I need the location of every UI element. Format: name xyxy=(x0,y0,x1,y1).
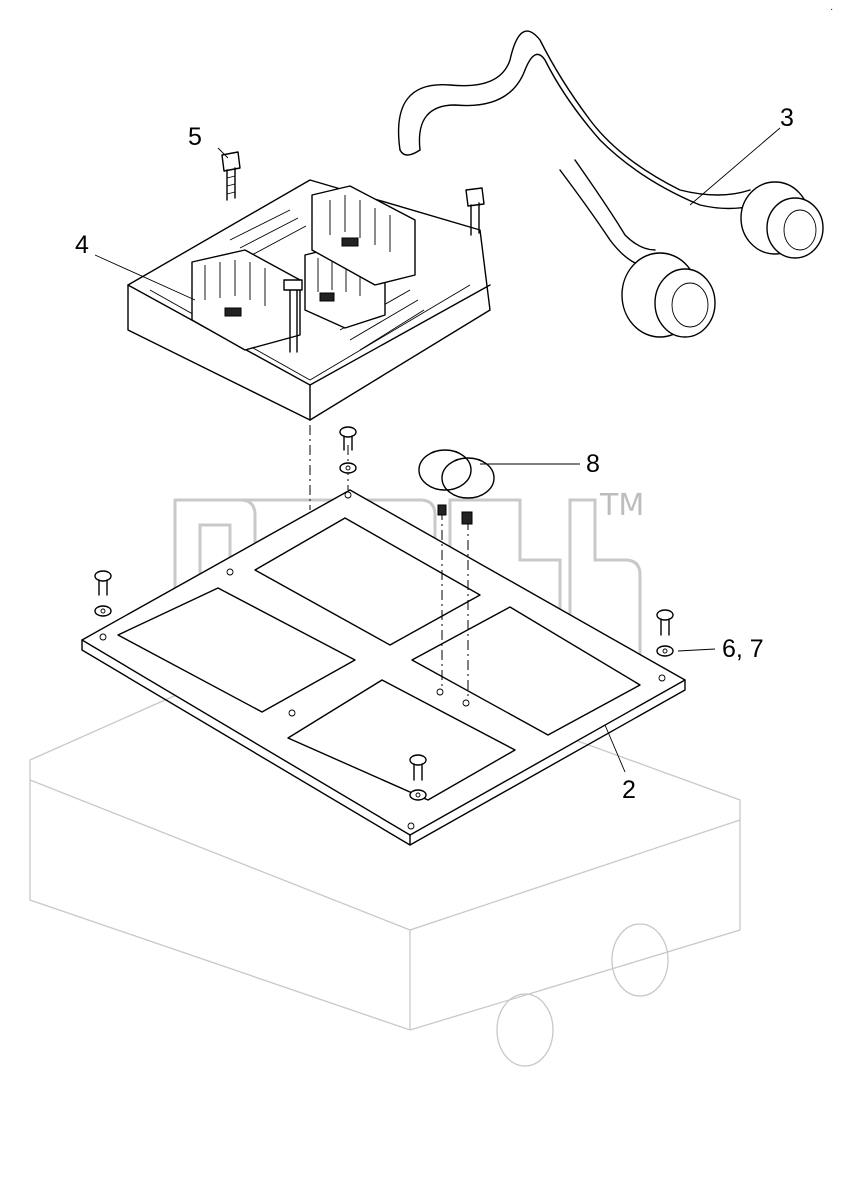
callout-2: 2 xyxy=(622,776,636,804)
mounting-plate xyxy=(81,489,686,846)
callout-8: 8 xyxy=(586,450,600,478)
screw-washer-top xyxy=(339,426,357,474)
screw-part-5 xyxy=(221,151,241,201)
screw-washer-right xyxy=(656,609,674,657)
clamp-part-8 xyxy=(418,449,495,525)
screw-washer-bottom xyxy=(409,754,427,801)
callout-5: 5 xyxy=(188,123,202,151)
leader-lines xyxy=(94,127,781,773)
callout-3: 3 xyxy=(780,104,794,132)
callout-4: 4 xyxy=(75,231,89,259)
screw-unit-right xyxy=(465,187,485,236)
control-unit xyxy=(127,179,491,421)
callout-6-7: 6, 7 xyxy=(722,635,764,663)
screw-washer-left xyxy=(94,570,112,617)
watermark-trademark: TM xyxy=(599,488,644,523)
wiring-harness xyxy=(397,30,824,338)
corner-mark: · xyxy=(830,4,833,15)
